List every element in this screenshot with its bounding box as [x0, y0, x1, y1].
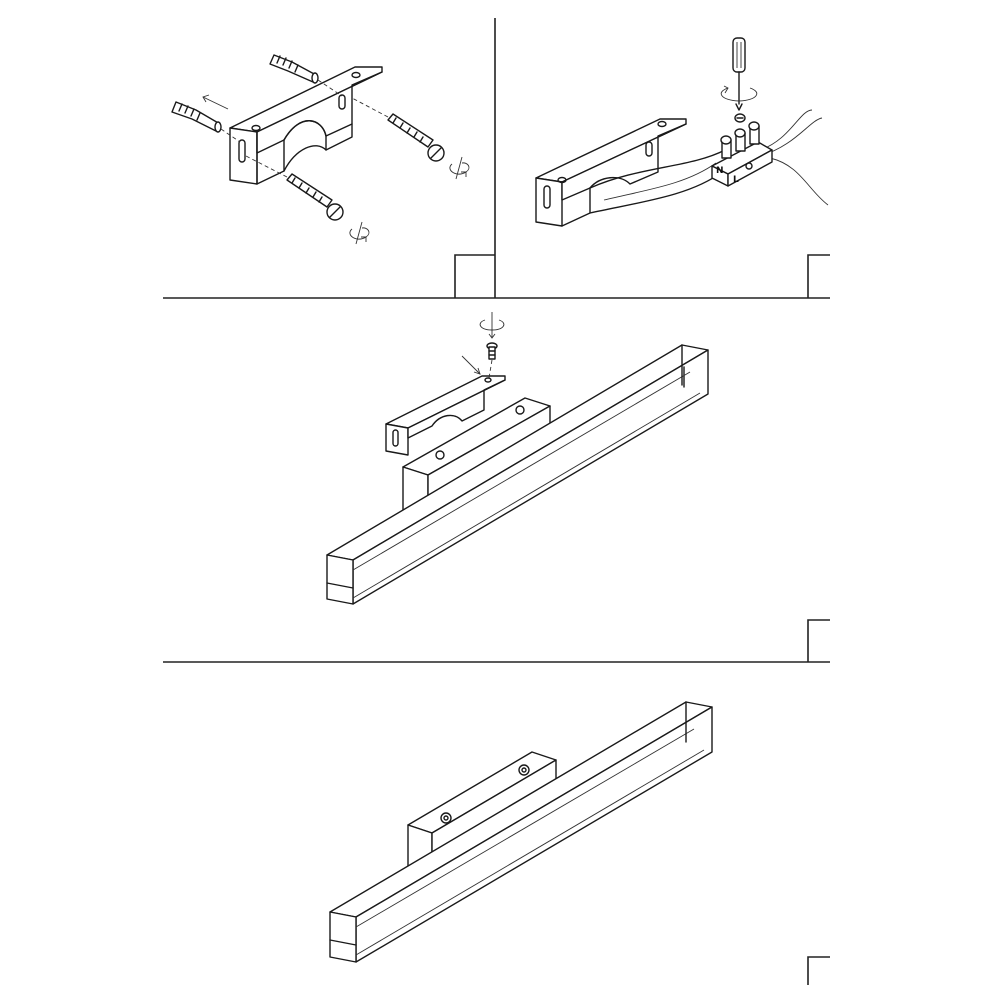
terminal-label-n: N — [716, 166, 724, 176]
lamp-bar — [326, 344, 709, 605]
screwdriver-icon — [732, 37, 746, 111]
power-cable — [589, 109, 829, 214]
terminal-block: N L — [711, 113, 773, 187]
rotate-clockwise-icon — [449, 156, 470, 180]
screw-lower — [245, 155, 344, 221]
lamp-bar — [329, 701, 713, 963]
step-4-finished-lamp — [329, 701, 713, 963]
wall-plug-lower — [171, 101, 241, 143]
mounting-bracket — [535, 118, 687, 227]
step-1-wall-mounting — [171, 54, 470, 245]
screw-right — [351, 97, 445, 162]
wall-plug-upper — [269, 54, 343, 97]
pointer-arrow-icon — [461, 355, 481, 375]
rotate-clockwise-icon — [720, 85, 758, 102]
panel-frames — [163, 18, 830, 985]
fixing-screw — [486, 342, 498, 379]
rotate-clockwise-icon — [349, 221, 370, 245]
step-2-wiring: N L — [535, 37, 829, 227]
terminal-label-l: L — [733, 175, 739, 185]
mounting-bracket — [385, 375, 506, 456]
step-3-attach-lamp — [326, 312, 709, 605]
rotate-clockwise-icon — [479, 312, 505, 339]
insertion-arrow-icon — [202, 94, 229, 110]
mounting-bracket — [229, 66, 383, 185]
